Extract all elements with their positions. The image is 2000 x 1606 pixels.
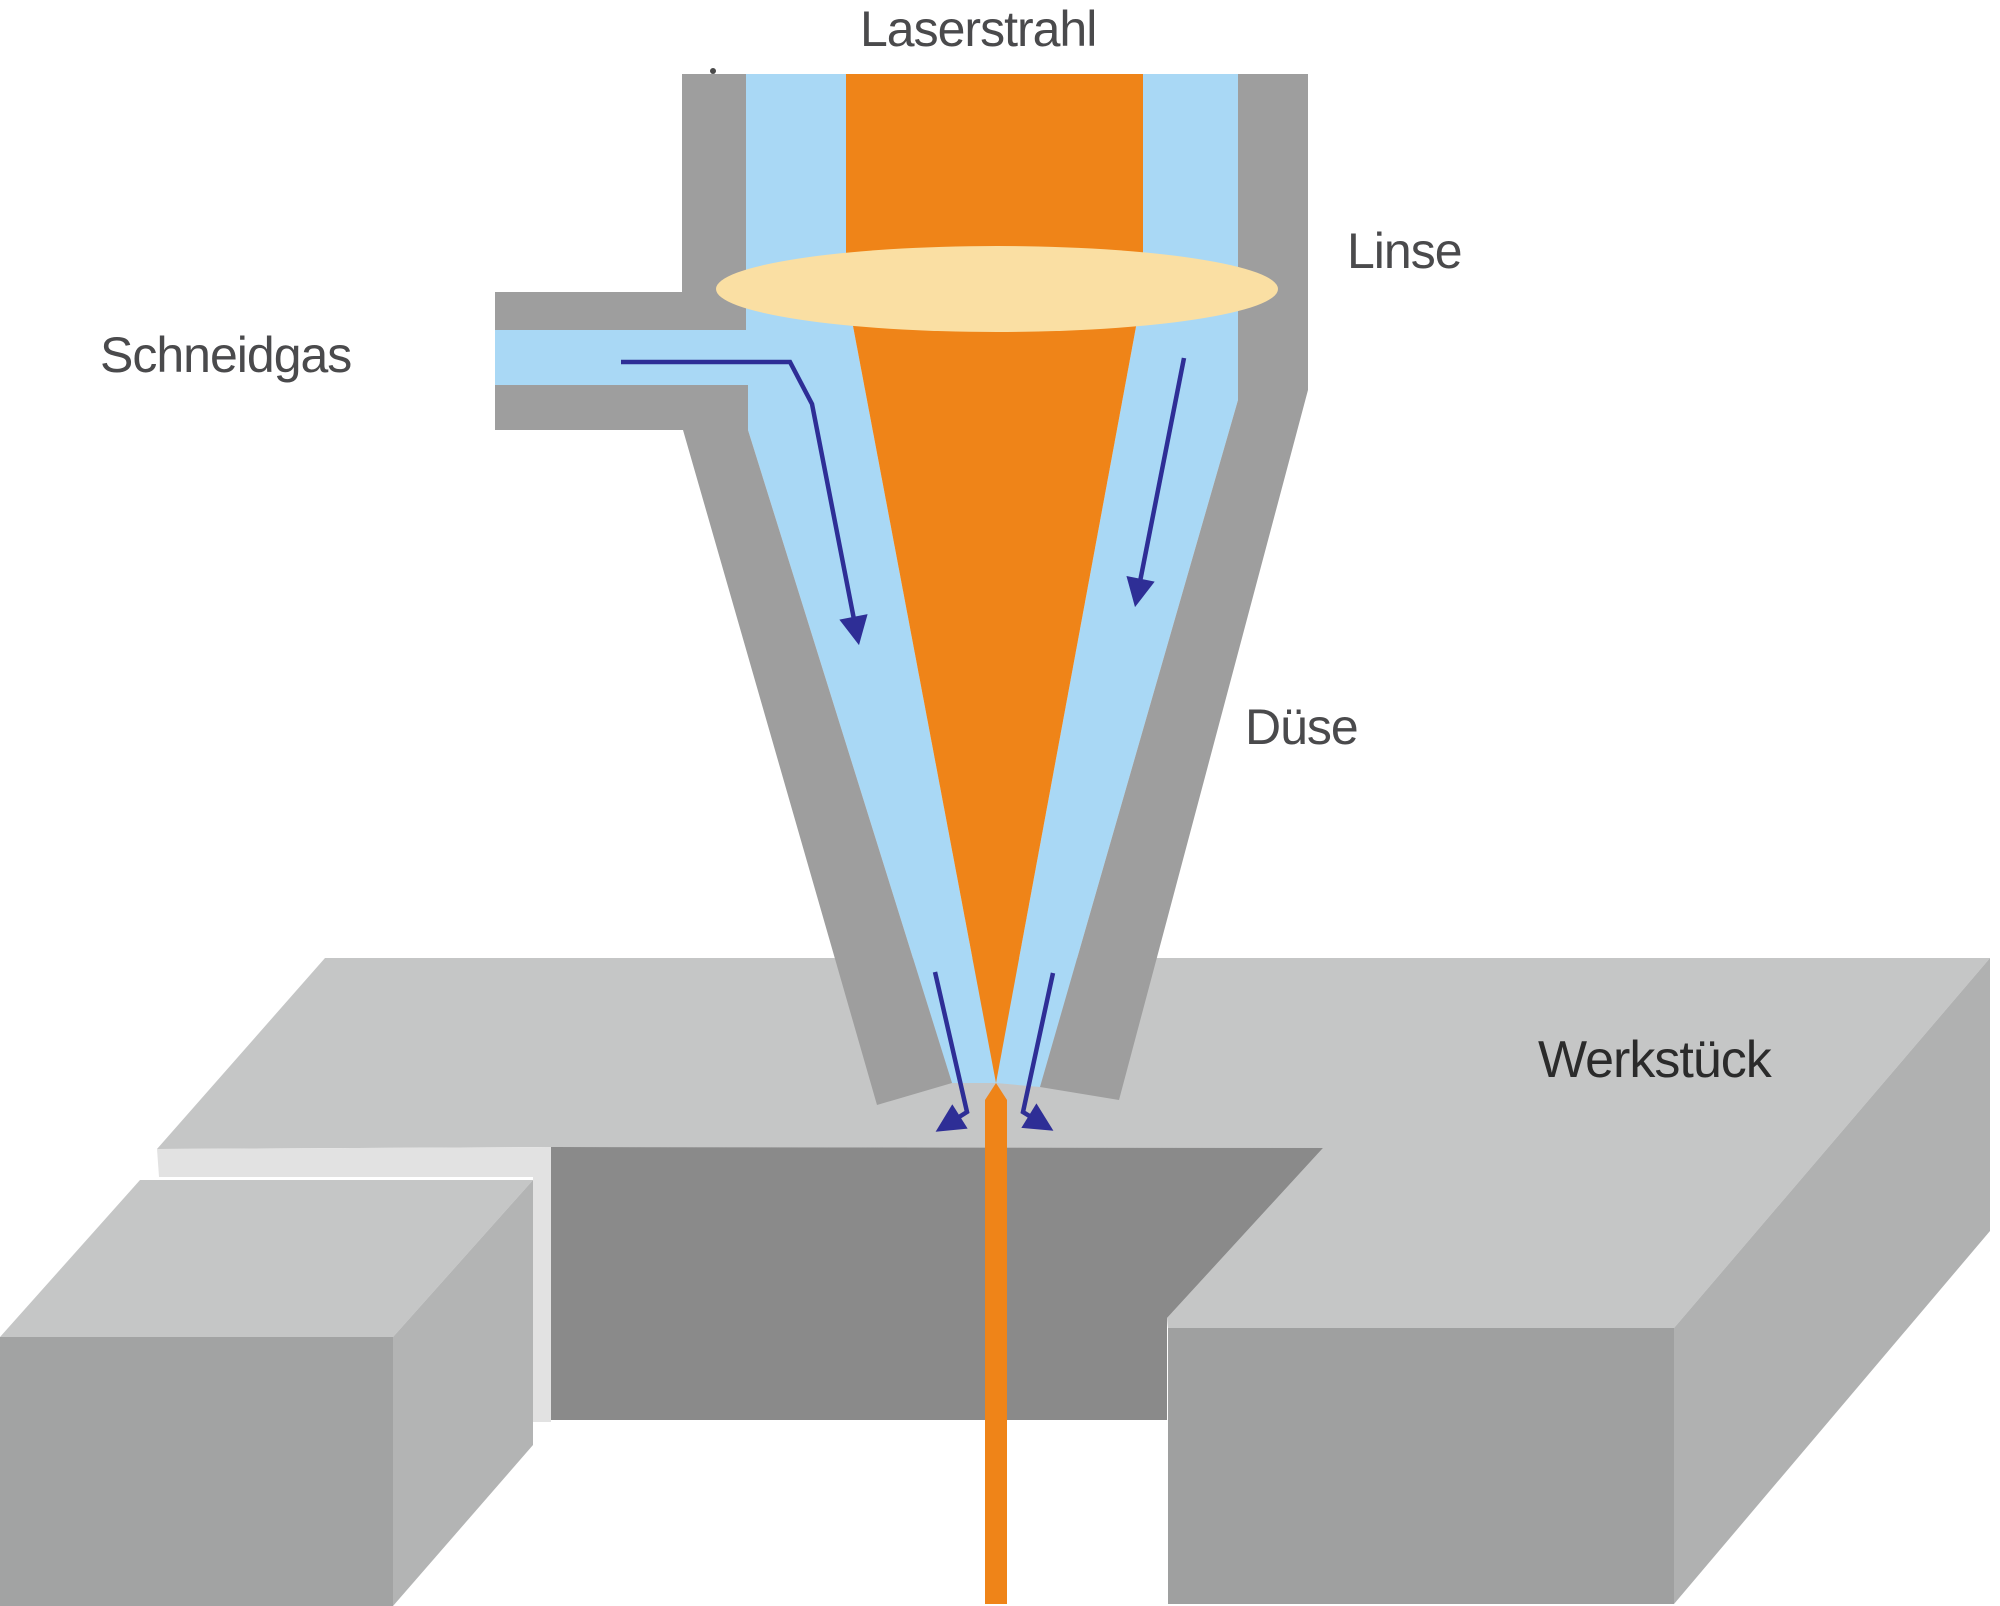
label-laserstrahl: Laserstrahl bbox=[860, 1, 1097, 57]
kerf-highlight-strip bbox=[157, 1147, 551, 1422]
gas-channel-right bbox=[996, 74, 1238, 1087]
cut-inner-face bbox=[551, 1147, 1323, 1420]
cut-piece-front-face bbox=[0, 1337, 393, 1606]
gas-flow-arrow-tip-right bbox=[1020, 972, 1056, 1131]
nozzle-wall-right bbox=[1040, 74, 1308, 1100]
lens-ellipse bbox=[716, 246, 1278, 332]
label-duese: Düse bbox=[1245, 699, 1359, 755]
workpiece-right-face bbox=[1674, 958, 1990, 1604]
nozzle-wall-left-lower bbox=[495, 385, 952, 1105]
workpiece bbox=[0, 958, 1990, 1606]
workpiece-top-face bbox=[157, 958, 1990, 1328]
nozzle-assembly bbox=[495, 68, 1308, 1105]
laser-beam-kerf-rod bbox=[985, 1083, 1007, 1604]
gas-flow-arrow-tip-left bbox=[932, 971, 970, 1132]
label-schneidgas: Schneidgas bbox=[100, 327, 352, 383]
cut-piece-right-face bbox=[393, 1180, 533, 1606]
nozzle-wall-left-upper bbox=[495, 74, 746, 330]
label-linse: Linse bbox=[1347, 223, 1463, 279]
label-werkstueck: Werkstück bbox=[1538, 1031, 1772, 1089]
gas-flow-arrow-right bbox=[1126, 357, 1187, 608]
cut-piece-top-face bbox=[0, 1180, 533, 1337]
gas-flow-arrows bbox=[621, 357, 1187, 1132]
wall-top-speck bbox=[710, 68, 716, 74]
gas-channel-left bbox=[495, 74, 996, 1083]
gas-flow-arrow-inlet-left bbox=[621, 359, 868, 646]
workpiece-front-face bbox=[1168, 1328, 1674, 1604]
